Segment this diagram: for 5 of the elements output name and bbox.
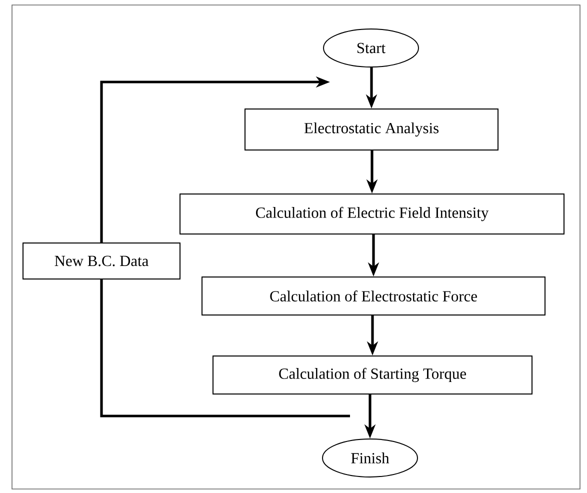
process-box: New B.C. Data [22, 242, 180, 280]
process-box: Calculation of Starting Torque [212, 356, 532, 394]
process-box: Calculation of Electric Field Intensity [180, 194, 564, 234]
process-box: Electrostatic Analysis [244, 108, 498, 150]
process-box: Calculation of Electrostatic Force [202, 276, 546, 316]
